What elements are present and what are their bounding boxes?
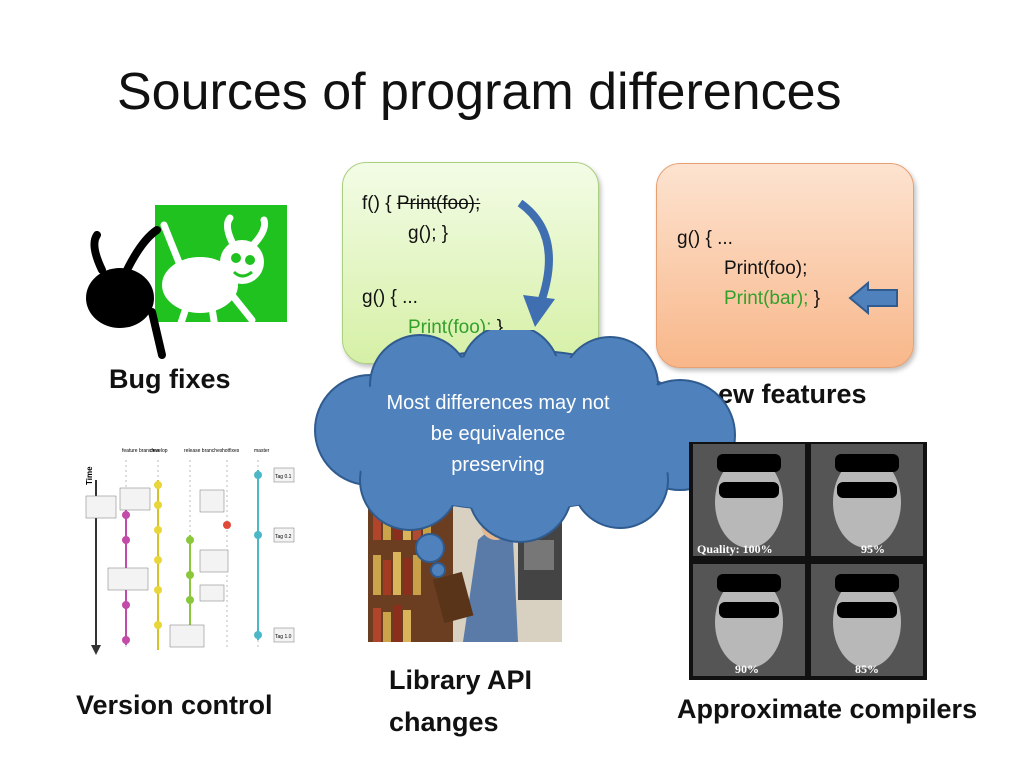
code-right-line1: g() { ... — [677, 228, 733, 249]
code-left-line1-prefix: f() { — [362, 193, 392, 214]
code-left-line1: f() { Print(foo); — [362, 189, 480, 219]
caption-library-line2: changes — [389, 707, 499, 737]
code-left-line4-brace: } — [496, 317, 504, 338]
code-right-line2: Print(foo); — [724, 258, 808, 279]
vc-tag-2: Tag 1.0 — [275, 634, 292, 640]
quality-90: 90% — [735, 662, 759, 676]
caption-library: Library API changes — [389, 659, 532, 743]
callout-text-line1: Most differences may not — [386, 392, 610, 414]
vc-col-1: develop — [150, 448, 168, 454]
code-left-line3: g() { ... — [362, 287, 418, 308]
vc-time-label: Time — [85, 466, 94, 485]
version-control-diagram: Time feature branches develop release br… — [82, 440, 302, 665]
code-right-line3-code: Print(bar); — [724, 288, 809, 309]
code-box-right — [656, 163, 914, 368]
vc-col-4: master — [254, 448, 270, 454]
code-right-line3-brace: } — [813, 288, 821, 309]
code-left-struck: Print(foo); — [396, 193, 481, 214]
code-left-line2: g(); } — [408, 223, 449, 244]
code-left-line4: Print(foo); } — [408, 313, 503, 343]
callout-text-line2: be equivalence — [430, 423, 566, 445]
left-arrow-icon — [848, 281, 898, 315]
caption-version-control: Version control — [76, 690, 273, 720]
quality-95: 95% — [861, 542, 885, 556]
bug-icon — [86, 205, 287, 359]
cloud-callout-icon — [314, 330, 736, 578]
caption-bug-fixes: Bug fixes — [109, 364, 231, 394]
quality-100: Quality: 100% — [697, 542, 773, 556]
code-left-line4-code: Print(foo); — [408, 317, 492, 338]
callout-text-line3: preserving — [451, 454, 545, 476]
vc-col-2: release branches — [184, 448, 223, 454]
caption-library-line1: Library API — [389, 665, 533, 695]
vc-col-0: feature branches — [122, 448, 160, 454]
compiler-quality-grid: Quality: 100% 95% 90% 85% — [689, 442, 927, 680]
vc-tag-0: Tag 0.1 — [275, 474, 292, 480]
code-right-line3: Print(bar); } — [724, 284, 820, 314]
caption-approx-compilers: Approximate compilers — [677, 694, 978, 724]
curved-arrow-icon — [517, 199, 555, 327]
caption-new-features: ew features — [718, 379, 867, 409]
vc-tag-1: Tag 0.2 — [275, 534, 292, 540]
vc-col-3: hotfixes — [222, 448, 240, 454]
callout-text: Most differences may not be equivalence … — [358, 388, 638, 481]
slide-title: Sources of program differences — [117, 63, 842, 121]
terminator-faces — [693, 444, 923, 676]
quality-85: 85% — [855, 662, 879, 676]
